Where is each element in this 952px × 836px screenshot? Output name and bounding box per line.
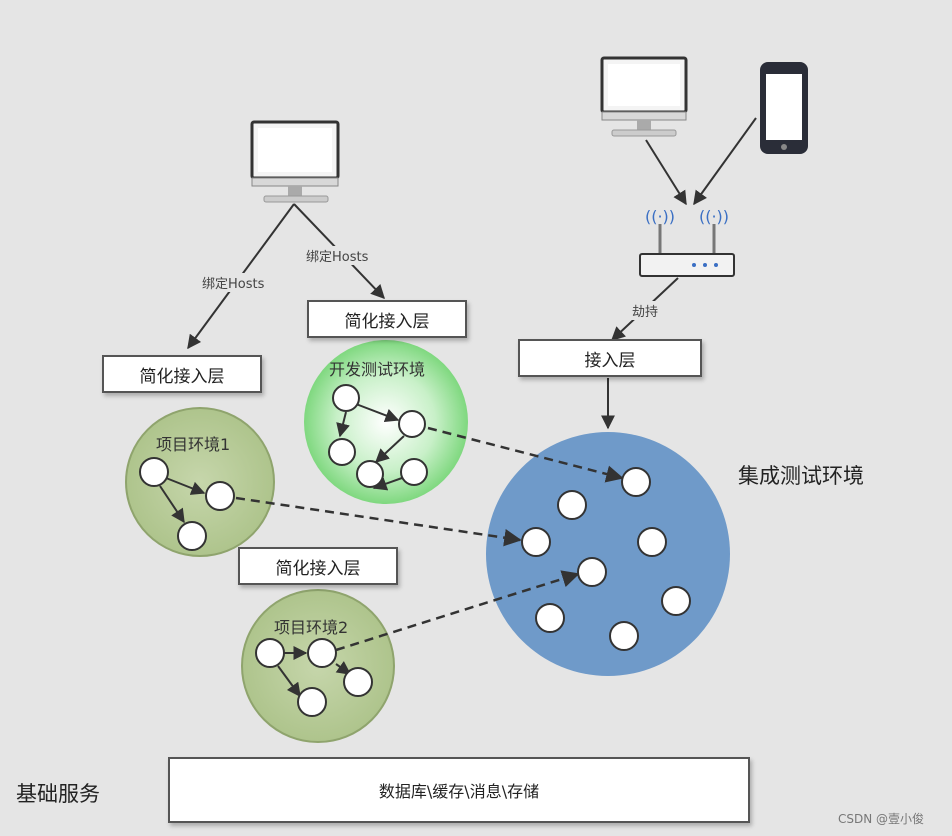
node-edge xyxy=(374,435,405,463)
service-node xyxy=(521,527,551,557)
node-edge xyxy=(355,403,400,423)
integration-env-circle xyxy=(486,432,730,676)
service-node xyxy=(177,521,207,551)
service-node xyxy=(398,410,426,438)
node-edge xyxy=(336,411,350,438)
service-node xyxy=(255,638,285,668)
edge-label-hijack: 劫持 xyxy=(630,301,661,320)
desktop-monitor-icon xyxy=(600,56,688,137)
service-node xyxy=(535,603,565,633)
dev-env-label: 开发测试环境 xyxy=(329,360,426,379)
desktop-monitor-icon xyxy=(250,120,340,203)
simplified-access-layer-left: 简化接入层 xyxy=(102,355,262,393)
service-node xyxy=(332,384,360,412)
service-node xyxy=(557,490,587,520)
svg-text:((·)): ((·)) xyxy=(699,207,729,226)
dashed-edge-dev-integration xyxy=(427,426,624,483)
simplified-access-layer-mid-top: 简化接入层 xyxy=(307,300,467,338)
dashed-edge-proj1-integration xyxy=(235,496,522,547)
base-services-label: 基础服务 xyxy=(16,782,100,806)
node-edge xyxy=(165,477,206,495)
project-env-1-label: 项目环境1 xyxy=(156,435,231,454)
access-layer: 接入层 xyxy=(518,339,702,377)
service-node xyxy=(609,621,639,651)
edge-label-bind-hosts-1: 绑定Hosts xyxy=(200,273,267,292)
service-node xyxy=(621,467,651,497)
service-node xyxy=(328,438,356,466)
svg-text:((·)): ((·)) xyxy=(645,207,675,226)
base-services-box: 数据库\缓存\消息\存储 xyxy=(168,757,750,823)
watermark: CSDN @壹小俊 xyxy=(838,812,925,826)
service-node xyxy=(205,481,235,511)
node-edge xyxy=(372,477,403,491)
service-node xyxy=(577,557,607,587)
service-node xyxy=(400,458,428,486)
service-node xyxy=(661,586,691,616)
simplified-access-layer-mid-bottom: 简化接入层 xyxy=(238,547,398,585)
dashed-edge-proj2-integration xyxy=(335,570,580,652)
integration-env-label: 集成测试环境 xyxy=(738,464,864,488)
edge-phone-router xyxy=(693,117,757,206)
service-node xyxy=(356,460,384,488)
service-node xyxy=(343,667,373,697)
router-icon: ((·)) ((·)) xyxy=(639,207,735,277)
service-node xyxy=(637,527,667,557)
edge-label-bind-hosts-2: 绑定Hosts xyxy=(304,246,371,265)
mobile-phone-icon xyxy=(760,62,808,154)
edge-pc-router xyxy=(645,139,687,206)
node-edge xyxy=(159,485,185,524)
service-node xyxy=(297,687,327,717)
service-node xyxy=(139,457,169,487)
service-node xyxy=(307,638,337,668)
project-env-2-label: 项目环境2 xyxy=(274,618,349,637)
node-edge xyxy=(277,665,301,698)
